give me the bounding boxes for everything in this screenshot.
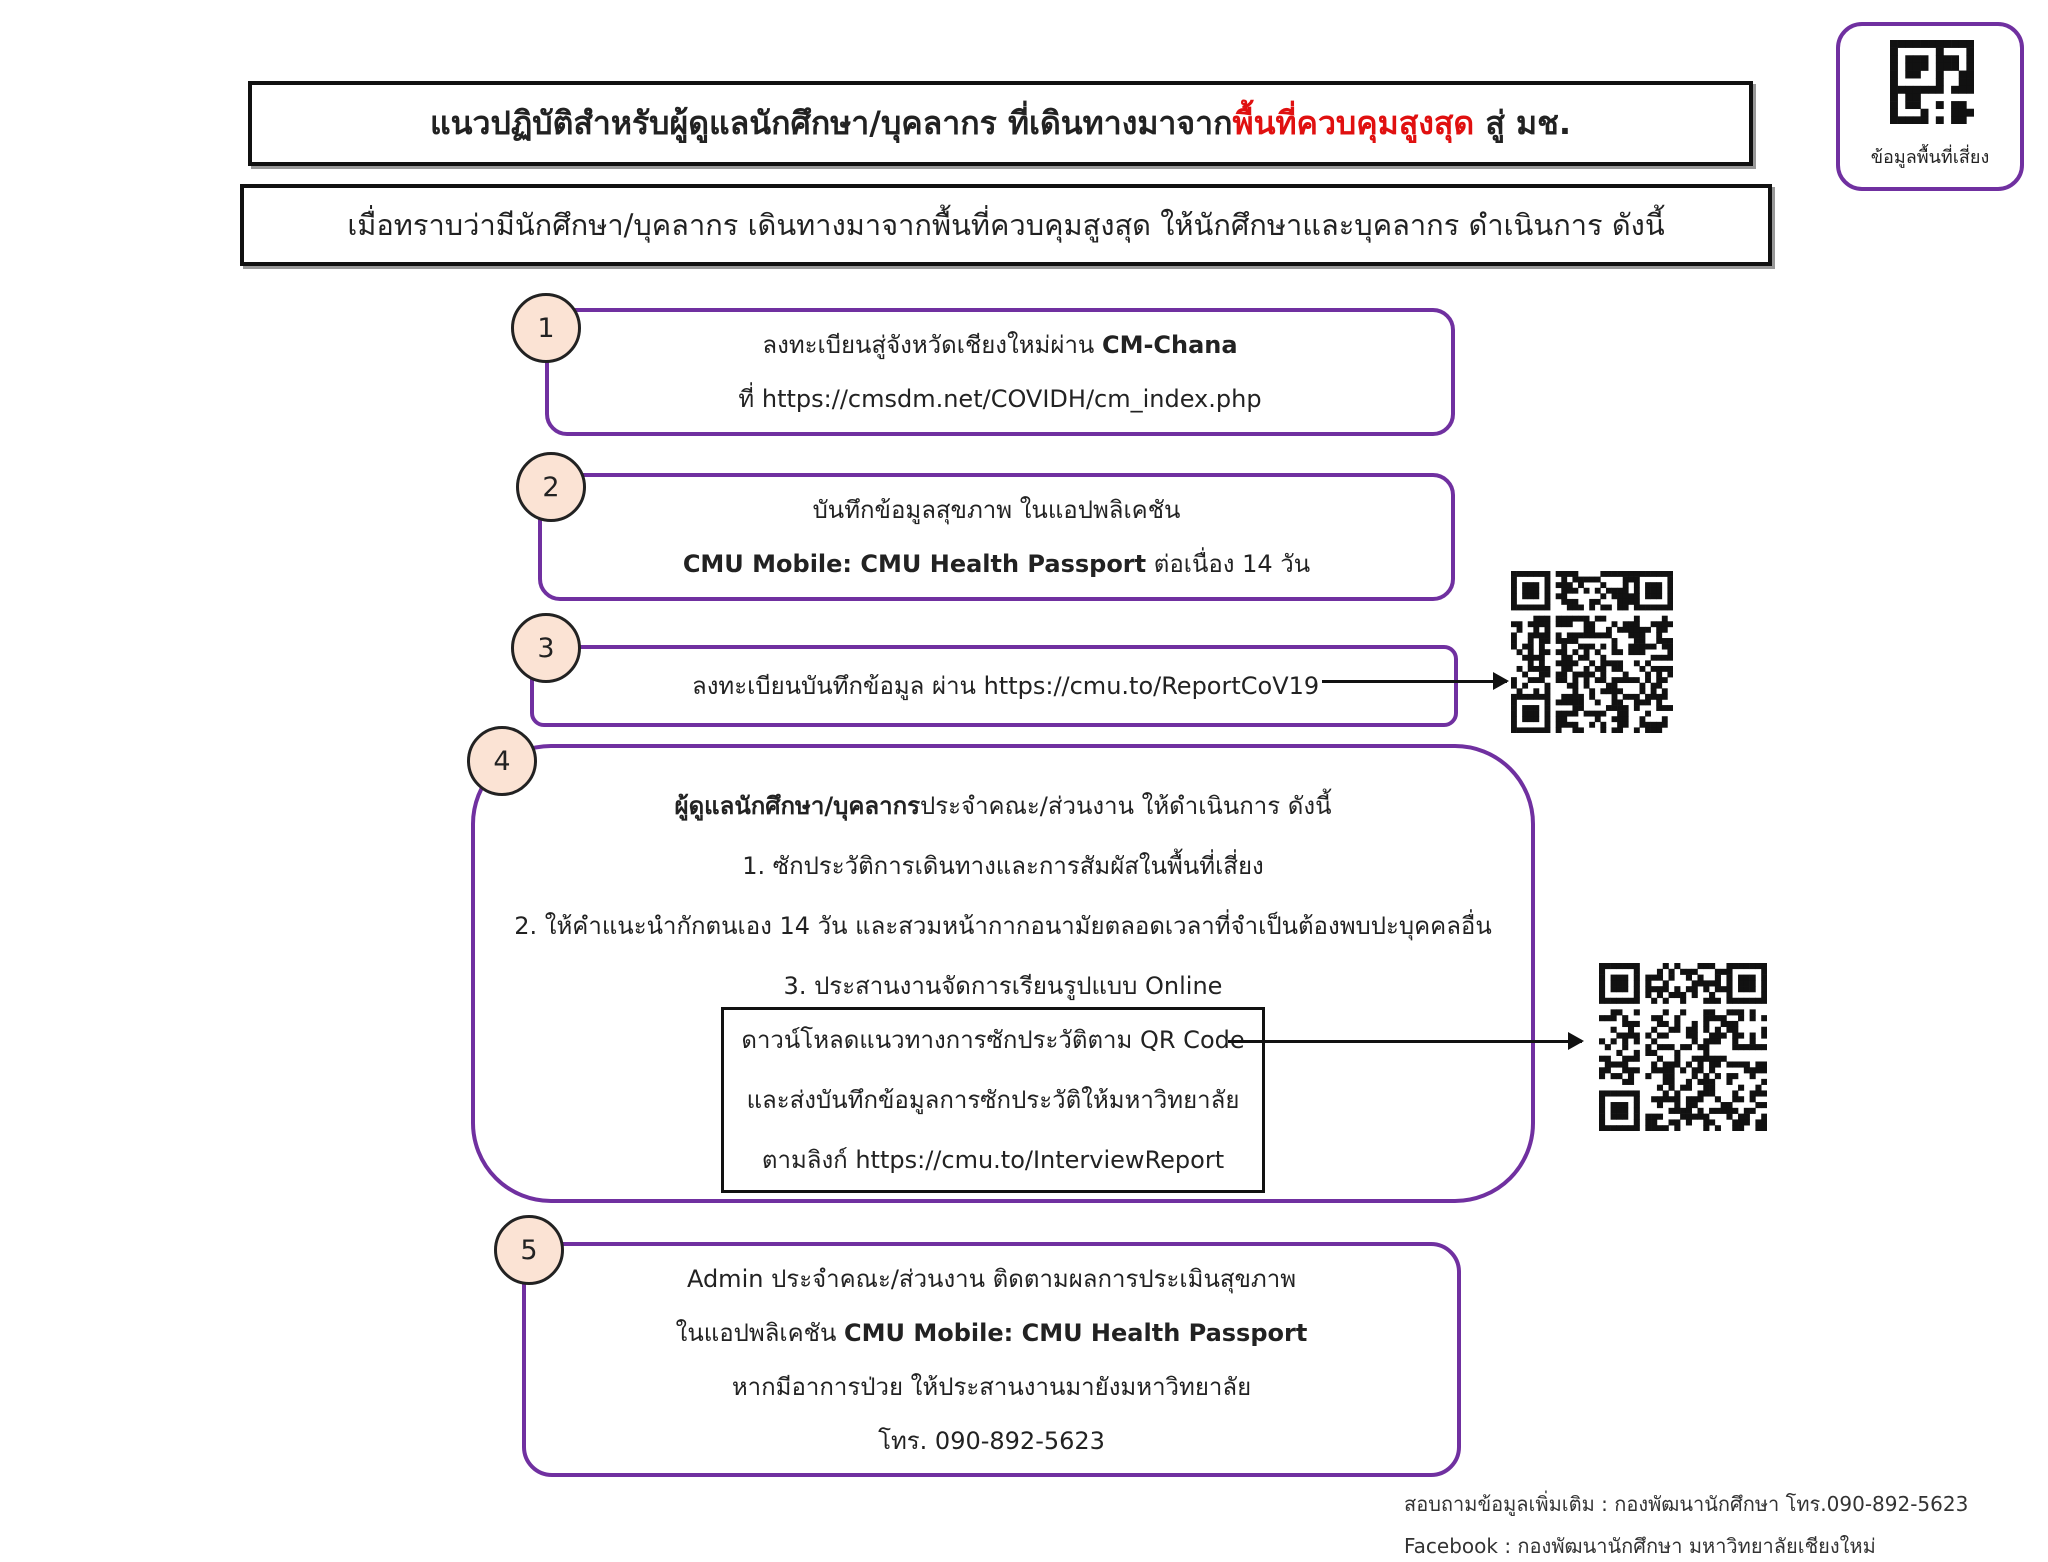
- risk-area-qr-panel: ข้อมูลพื้นที่เสี่ยง: [1836, 22, 2024, 191]
- qr-caption: ข้อมูลพื้นที่เสี่ยง: [1870, 147, 1990, 168]
- step-5-app-prefix: ในแอปพลิเคชัน: [675, 1318, 845, 1347]
- step-4-box: ผู้ดูแลนักศึกษา/บุคลากรประจำคณะ/ส่วนงาน …: [471, 744, 1535, 1203]
- title-suffix: สู่ มช.: [1474, 104, 1571, 142]
- title-highlight: พื้นที่ควบคุมสูงสุด: [1232, 104, 1475, 142]
- cm-chana-label: CM-Chana: [1101, 331, 1238, 359]
- step-1-number: 1: [511, 293, 581, 363]
- step-2-text: บันทึกข้อมูลสุขภาพ ในแอปพลิเคชัน: [812, 496, 1181, 524]
- step-5-box: Admin ประจำคณะ/ส่วนงาน ติดตามผลการประเมิ…: [522, 1242, 1461, 1477]
- cm-chana-link[interactable]: ที่ https://cmsdm.net/COVIDH/cm_index.ph…: [738, 385, 1262, 413]
- submit-text: และส่งบันทึกข้อมูลการซักประวัติให้มหาวิท…: [746, 1086, 1240, 1114]
- step-1-box: ลงทะเบียนสู่จังหวัดเชียงใหม่ผ่าน CM-Chan…: [545, 308, 1455, 436]
- qr-code-icon[interactable]: [1890, 40, 1974, 124]
- step-5-number: 5: [494, 1215, 564, 1285]
- report-qr-code-icon[interactable]: [1511, 571, 1673, 733]
- step-4-item: 1. ซักประวัติการเดินทางและการสัมผัสในพื้…: [742, 852, 1264, 880]
- interview-report-link[interactable]: ตามลิงก์ https://cmu.to/InterviewReport: [761, 1146, 1225, 1174]
- report-link[interactable]: ลงทะเบียนบันทึกข้อมูล ผ่าน https://cmu.t…: [692, 672, 1320, 700]
- step-5-text: หากมีอาการป่วย ให้ประสานงานมายังมหาวิทยา…: [731, 1372, 1252, 1401]
- step-4-item: 3. ประสานงานจัดการเรียนรูปแบบ Online: [783, 972, 1223, 1000]
- arrow-icon: [1322, 672, 1509, 690]
- step-4-heading: ประจำคณะ/ส่วนงาน ให้ดำเนินการ ดังนี้: [920, 792, 1332, 820]
- page-subtitle: เมื่อทราบว่ามีนักศึกษา/บุคลากร เดินทางมา…: [240, 184, 1772, 266]
- interview-instructions-box: ดาวน์โหลดแนวทางการซักประวัติตาม QR Code …: [721, 1007, 1265, 1193]
- step-2-box: บันทึกข้อมูลสุขภาพ ในแอปพลิเคชัน CMU Mob…: [538, 473, 1455, 601]
- subtitle-text: เมื่อทราบว่ามีนักศึกษา/บุคลากร เดินทางมา…: [347, 208, 1665, 242]
- step-5-text: Admin ประจำคณะ/ส่วนงาน ติดตามผลการประเมิ…: [686, 1264, 1297, 1293]
- step-3-box: ลงทะเบียนบันทึกข้อมูล ผ่าน https://cmu.t…: [530, 645, 1458, 727]
- footer-facebook[interactable]: Facebook : กองพัฒนานักศึกษา มหาวิทยาลัยเ…: [1404, 1534, 1876, 1558]
- caretaker-label: ผู้ดูแลนักศึกษา/บุคลากร: [674, 792, 920, 820]
- interview-qr-code-icon[interactable]: [1599, 963, 1767, 1131]
- footer-contact: สอบถามข้อมูลเพิ่มเติม : กองพัฒนานักศึกษา…: [1404, 1492, 1969, 1516]
- step-2-number: 2: [516, 452, 586, 522]
- step-4-item: 2. ให้คำแนะนำกักตนเอง 14 วัน และสวมหน้าก…: [514, 912, 1492, 940]
- step-2-duration: ต่อเนื่อง 14 วัน: [1146, 550, 1311, 578]
- page-title: แนวปฏิบัติสำหรับผู้ดูแลนักศึกษา/บุคลากร …: [248, 81, 1753, 166]
- arrow-icon: [1228, 1032, 1584, 1050]
- step-4-number: 4: [467, 726, 537, 796]
- download-guide-text: ดาวน์โหลดแนวทางการซักประวัติตาม QR Code: [741, 1026, 1245, 1054]
- phone-number: โทร. 090-892-5623: [878, 1426, 1105, 1455]
- step-3-number: 3: [511, 613, 581, 683]
- app-name: CMU Mobile: CMU Health Passport: [844, 1318, 1308, 1347]
- title-text: แนวปฏิบัติสำหรับผู้ดูแลนักศึกษา/บุคลากร …: [430, 104, 1233, 142]
- step-1-text: ลงทะเบียนสู่จังหวัดเชียงใหม่ผ่าน: [762, 331, 1102, 359]
- app-name: CMU Mobile: CMU Health Passport: [682, 550, 1147, 578]
